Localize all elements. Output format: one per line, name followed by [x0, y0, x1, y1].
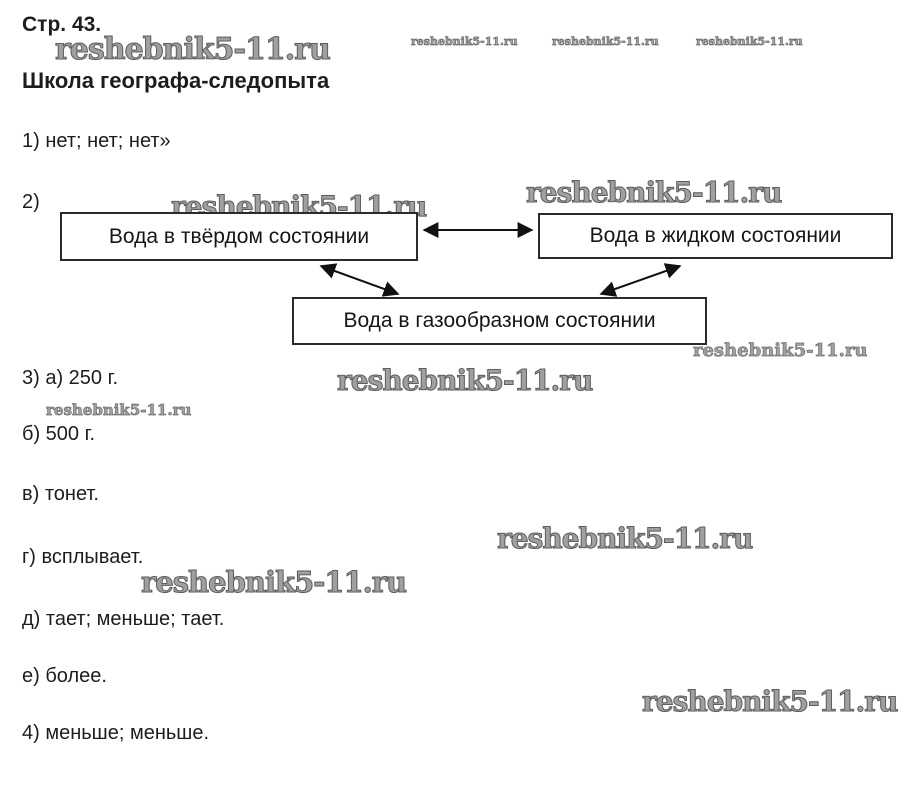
diagram-box-gas-state: Вода в газообразном состоянии — [292, 297, 707, 345]
answer-line-3g: г) всплывает. — [22, 546, 144, 568]
double-arrow-solid-gas — [319, 263, 400, 297]
answer-line-3e: е) более. — [22, 665, 107, 687]
double-arrow-gas-liquid — [599, 263, 682, 297]
watermark-text: reshebnik5-11.ru — [46, 401, 192, 420]
watermark-text: reshebnik5-11.ru — [696, 35, 803, 49]
watermark-text: reshebnik5-11.ru — [641, 685, 898, 719]
watermark-text: reshebnik5-11.ru — [140, 565, 407, 600]
watermark-text: reshebnik5-11.ru — [552, 35, 659, 49]
watermark-text: reshebnik5-11.ru — [336, 364, 593, 398]
diagram-box-solid-state: Вода в твёрдом состоянии — [60, 212, 418, 261]
watermark-text: reshebnik5-11.ru — [496, 522, 753, 556]
watermark-text: reshebnik5-11.ru — [525, 176, 782, 210]
section-heading: Школа географа-следопыта — [22, 68, 330, 93]
watermark-text: reshebnik5-11.ru — [693, 340, 868, 362]
watermark-text: reshebnik5-11.ru — [411, 35, 518, 49]
answer-line-2: 2) — [22, 191, 40, 213]
answer-line-3v: в) тонет. — [22, 483, 99, 505]
watermark-text: reshebnik5-11.ru — [55, 32, 332, 68]
answer-line-3b: б) 500 г. — [22, 423, 96, 445]
answer-line-3a: 3) а) 250 г. — [22, 367, 119, 389]
diagram-box-liquid-state: Вода в жидком состоянии — [538, 213, 893, 259]
answer-line-3d: д) тает; меньше; тает. — [22, 608, 225, 630]
answer-line-1: 1) нет; нет; нет» — [22, 130, 171, 152]
answer-line-4: 4) меньше; меньше. — [22, 722, 210, 744]
page-title: Стр. 43. — [22, 13, 102, 36]
